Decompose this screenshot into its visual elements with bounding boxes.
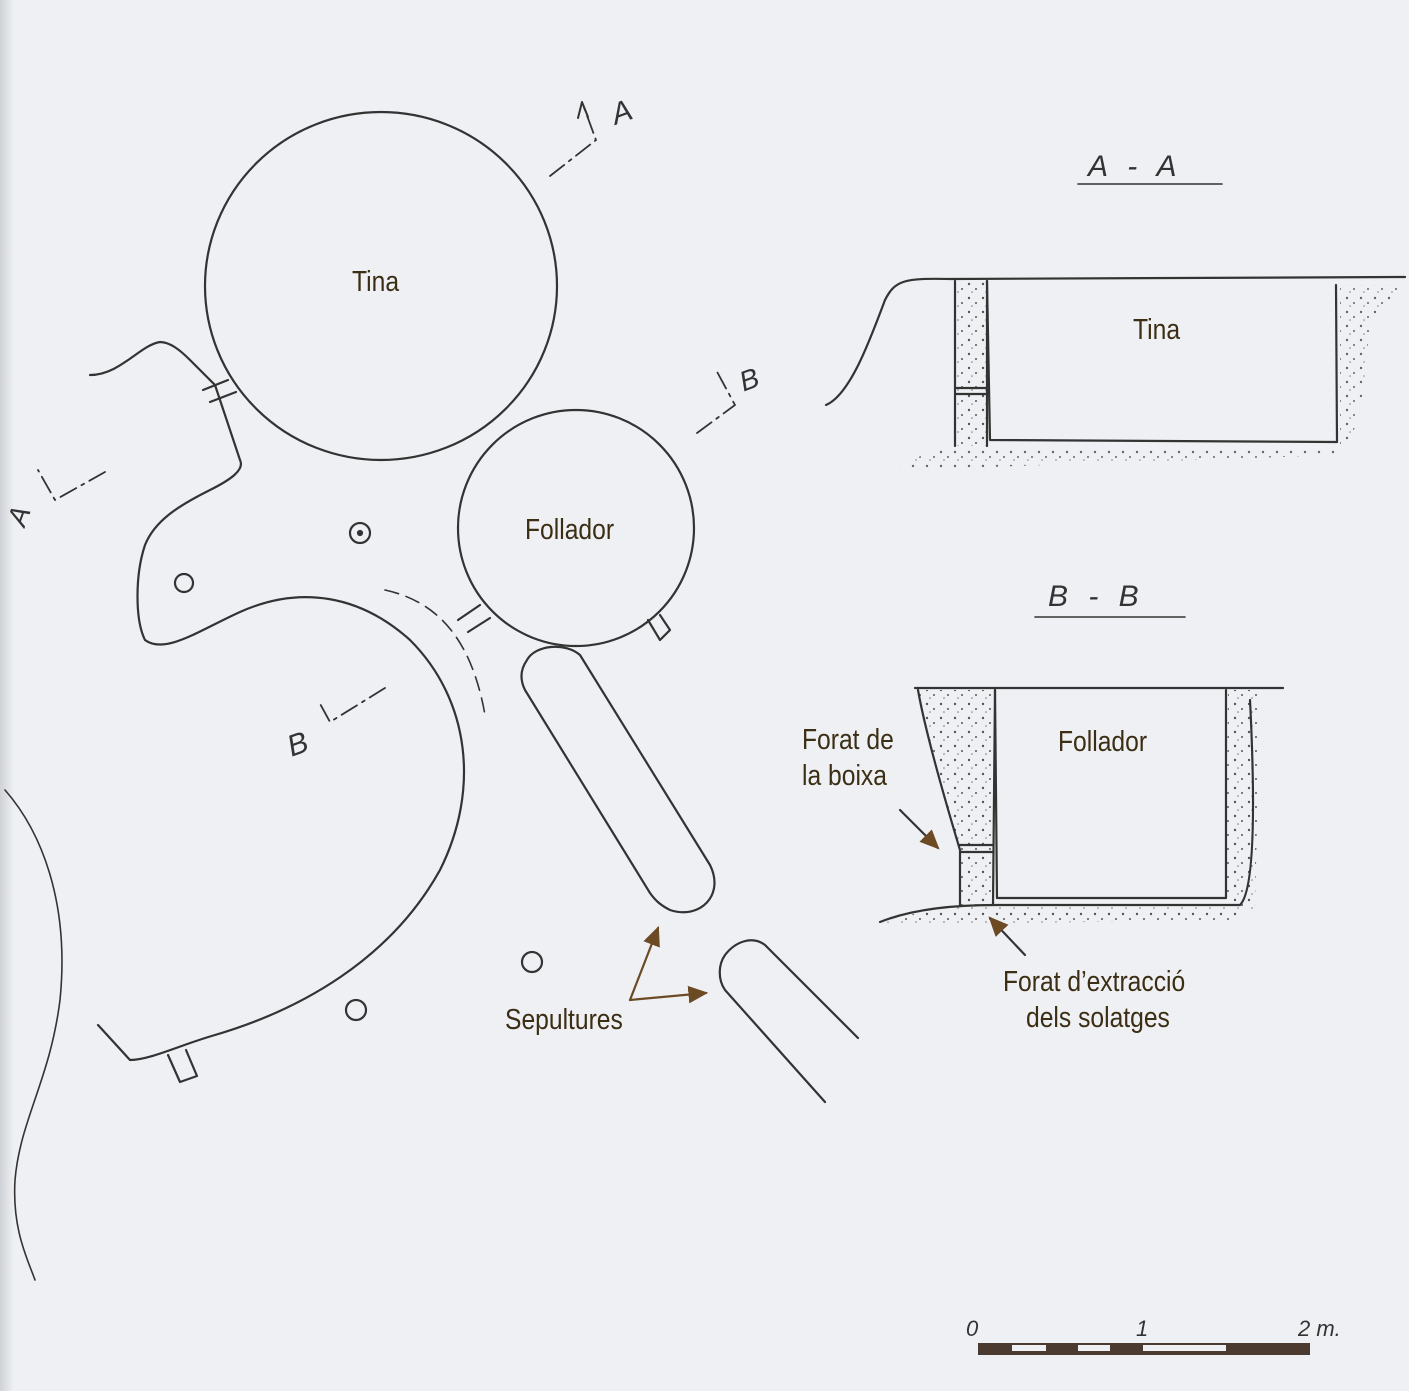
extraccio-arrow	[988, 916, 1027, 957]
section-aa-ground	[824, 275, 1407, 407]
floor-outline	[88, 340, 466, 1062]
post-hole	[348, 521, 372, 545]
section-bb-label: Follador	[1058, 726, 1148, 758]
drain-stub	[166, 1048, 199, 1084]
page-edge-shadow	[0, 0, 14, 1391]
label-tina: Tina	[352, 266, 400, 298]
callout-boixa-line2: la boixa	[802, 760, 887, 792]
section-aa-title: A - A	[1088, 150, 1183, 183]
dashed-arc	[384, 589, 486, 716]
follador-spout	[646, 613, 672, 642]
terrain-contour-left	[4, 789, 63, 1281]
sepultures-arrow	[628, 985, 709, 1004]
scale-bar	[978, 1343, 1310, 1355]
section-marker-b-left	[317, 687, 386, 723]
grave-2	[718, 939, 860, 1104]
boixa-arrow	[898, 808, 940, 850]
follador-circle	[456, 408, 696, 648]
post-hole	[173, 572, 195, 594]
section-bb-wall	[916, 688, 997, 907]
label-sepultures: Sepultures	[505, 1004, 623, 1036]
channel-follador	[456, 603, 492, 634]
sepultures-arrow	[628, 925, 660, 1002]
section-bb-basin	[993, 688, 1228, 900]
section-marker-a-left	[37, 469, 106, 501]
scale-tick-0: 0	[966, 1316, 979, 1341]
section-bb-title: B - B	[1048, 580, 1145, 613]
scale-tick-2: 2 m.	[1298, 1316, 1341, 1341]
channel-tina	[201, 378, 238, 404]
scale-tick-1: 1	[1136, 1316, 1149, 1341]
post-hole	[344, 998, 368, 1022]
label-follador: Follador	[525, 514, 615, 546]
callout-extraccio-line1: Forat d’extracció	[1003, 966, 1186, 998]
section-aa-basin	[985, 279, 1339, 444]
section-marker-a-top	[549, 101, 597, 177]
callout-extraccio-line2: dels solatges	[1026, 1002, 1170, 1034]
section-marker-b-top	[696, 367, 736, 434]
grave-1	[520, 645, 716, 914]
post-hole	[520, 950, 544, 974]
section-aa-label: Tina	[1133, 314, 1181, 346]
section-aa-wall	[953, 279, 989, 448]
callout-boixa-line1: Forat de	[802, 724, 894, 756]
tina-circle	[203, 110, 559, 462]
